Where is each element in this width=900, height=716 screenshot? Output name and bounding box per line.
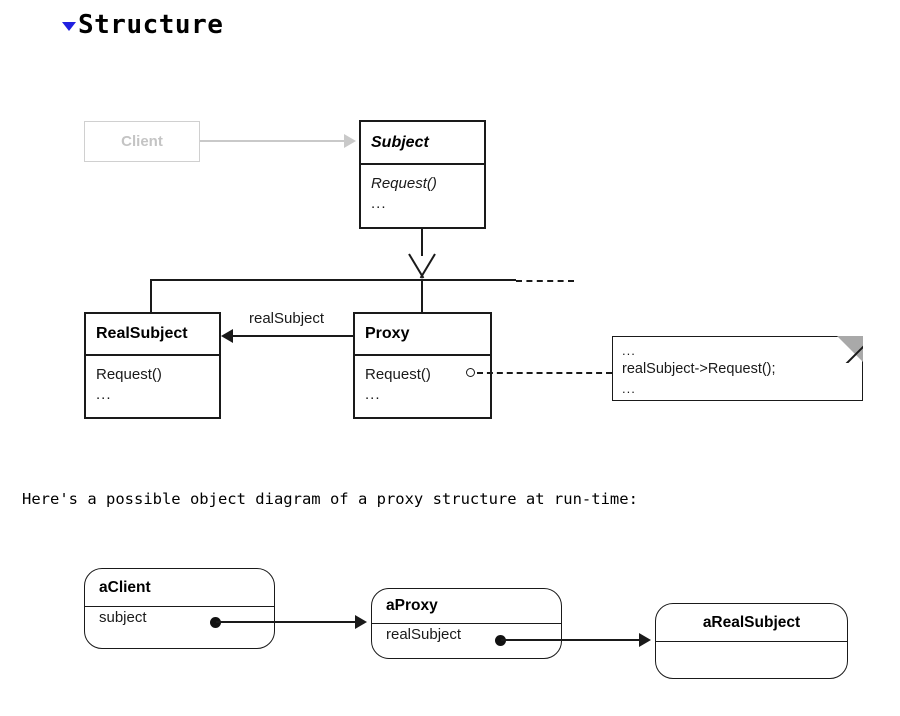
object-name-arealsubject: aRealSubject xyxy=(702,613,801,631)
object-name-aclient: aClient xyxy=(99,578,151,596)
object-box-arealsubject[interactable]: aRealSubject xyxy=(655,603,848,679)
generalization-drop-proxy xyxy=(421,279,423,313)
class-box-subject[interactable]: Subject Request() ... xyxy=(359,120,486,229)
class-member-realsubject-ellipsis: ... xyxy=(96,386,112,403)
class-box-realsubject[interactable]: RealSubject Request() ... xyxy=(84,312,221,419)
implementation-socket-icon xyxy=(466,368,475,377)
edge-proxy-to-note xyxy=(477,372,612,374)
arrowhead-client-to-subject xyxy=(344,134,356,148)
class-member-proxy-request: Request() xyxy=(365,366,431,383)
generalization-bus xyxy=(150,279,516,281)
class-member-subject-ellipsis: ... xyxy=(371,195,387,212)
note-line-2: realSubject->Request(); xyxy=(622,361,776,377)
link-dot-aproxy-realsubject xyxy=(495,635,506,646)
edge-label-realsubject: realSubject xyxy=(249,310,325,327)
class-member-proxy-ellipsis: ... xyxy=(365,386,381,403)
class-name-client: Client xyxy=(121,133,163,150)
edge-aclient-to-aproxy xyxy=(216,621,356,623)
generalization-stem xyxy=(421,229,423,256)
paragraph-object-diagram-intro: Here's a possible object diagram of a pr… xyxy=(22,490,638,508)
object-attrs-arealsubject-empty xyxy=(656,641,847,678)
generalization-drop-realsubject xyxy=(150,279,152,313)
note-line-3: ... xyxy=(622,381,636,396)
object-name-aproxy: aProxy xyxy=(386,597,438,614)
class-box-proxy[interactable]: Proxy Request() ... xyxy=(353,312,492,419)
collapse-triangle-icon[interactable] xyxy=(62,22,76,31)
class-name-proxy: Proxy xyxy=(365,325,410,342)
link-dot-aclient-subject xyxy=(210,617,221,628)
object-box-aclient[interactable]: aClient subject xyxy=(84,568,275,649)
note-box-proxy-request[interactable]: ... realSubject->Request(); ... xyxy=(612,336,863,401)
object-attr-aproxy-realsubject: realSubject xyxy=(386,626,462,643)
note-content: ... realSubject->Request(); ... xyxy=(622,341,776,398)
class-box-client[interactable]: Client xyxy=(84,121,200,162)
note-line-1: ... xyxy=(622,343,636,358)
object-box-aproxy[interactable]: aProxy realSubject xyxy=(371,588,562,659)
edge-client-to-subject xyxy=(200,140,346,142)
arrowhead-aclient-to-aproxy xyxy=(355,615,367,629)
page-title: Structure xyxy=(62,12,223,38)
arrowhead-proxy-to-realsubject xyxy=(221,329,233,343)
arrowhead-aproxy-to-arealsubject xyxy=(639,633,651,647)
edge-aproxy-to-arealsubject xyxy=(501,639,640,641)
class-name-subject: Subject xyxy=(371,133,429,151)
class-member-realsubject-request: Request() xyxy=(96,366,162,383)
generalization-bus-dashed xyxy=(516,280,574,282)
class-name-realsubject: RealSubject xyxy=(96,325,188,342)
inheritance-triangle-icon xyxy=(407,256,437,280)
page-title-text: Structure xyxy=(78,10,224,40)
note-fold-edge-icon xyxy=(836,336,863,363)
edge-proxy-to-realsubject xyxy=(233,335,354,337)
class-member-subject-request: Request() xyxy=(371,175,437,192)
object-attr-aclient-subject: subject xyxy=(99,609,147,626)
